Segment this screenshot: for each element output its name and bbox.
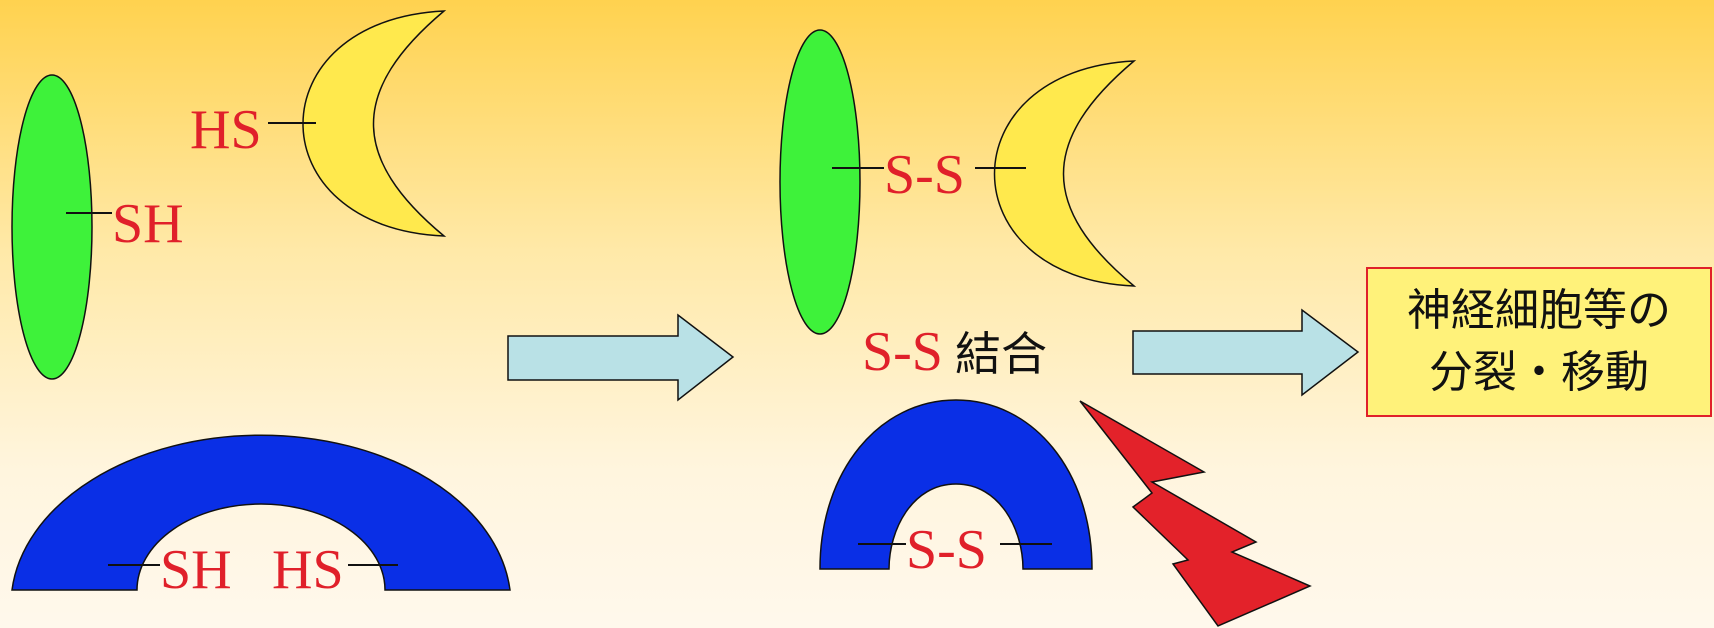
mid-green-ellipse bbox=[779, 29, 861, 335]
mid-blue-disulfide-label: S-S bbox=[906, 519, 987, 581]
left-blue-arch bbox=[11, 434, 511, 591]
result-line-1: 神経細胞等の bbox=[1407, 285, 1671, 336]
left-blue-sh-label: SH bbox=[160, 539, 232, 601]
left-blue-hs-label: HS bbox=[272, 539, 344, 601]
left-green-sh-label: SH bbox=[112, 193, 184, 255]
result-box: 神経細胞等の 分裂・移動 bbox=[1366, 267, 1712, 417]
mid-blue-arch bbox=[819, 399, 1093, 570]
mid-bond-caption-suffix: 結合 bbox=[955, 327, 1047, 381]
left-green-ellipse bbox=[11, 74, 93, 380]
left-yellow-hs-label: HS bbox=[190, 99, 262, 161]
right-arrow-icon bbox=[1132, 308, 1360, 397]
right-arrow-icon bbox=[507, 313, 735, 402]
mid-yellow-crescent bbox=[993, 60, 1137, 287]
result-line-2: 分裂・移動 bbox=[1429, 347, 1649, 398]
mid-bond-caption-red: S-S bbox=[862, 321, 943, 383]
left-yellow-crescent bbox=[302, 10, 447, 237]
lightning-bolt-icon bbox=[1079, 400, 1312, 627]
mid-disulfide-label: S-S bbox=[884, 144, 965, 206]
